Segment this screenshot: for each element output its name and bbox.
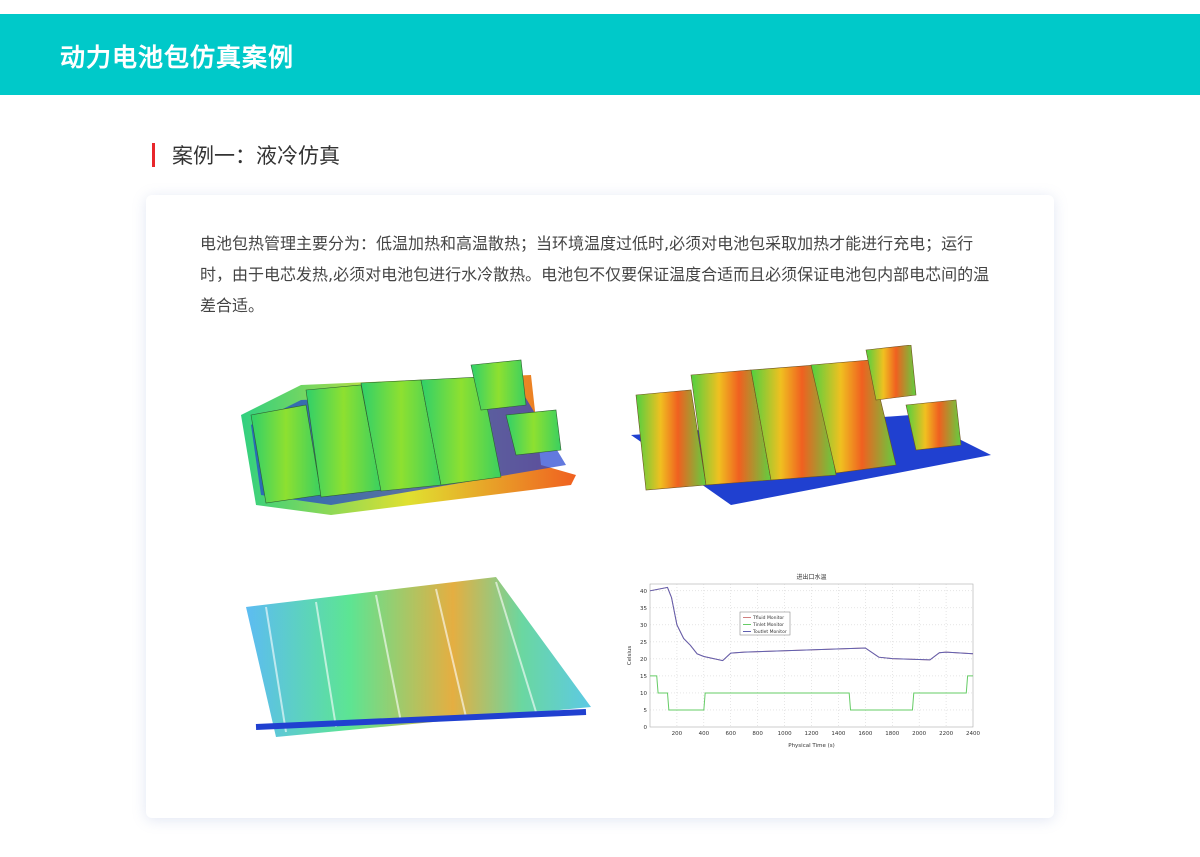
y-tick-label: 30: [640, 623, 647, 629]
x-tick-label: 1000: [778, 731, 792, 737]
page-title: 动力电池包仿真案例: [60, 43, 295, 72]
x-axis-label: Physical Time (s): [788, 743, 835, 749]
x-tick-label: 800: [752, 731, 763, 737]
x-tick-label: 400: [699, 731, 710, 737]
legend-box: [739, 611, 791, 636]
accent-bar: [152, 143, 155, 167]
y-tick-label: 15: [640, 674, 647, 680]
y-tick-label: 20: [640, 657, 647, 663]
legend-entry: Toutlet Monitor: [752, 629, 787, 635]
x-tick-label: 1200: [805, 731, 819, 737]
x-tick-label: 1400: [831, 731, 845, 737]
page-header: 动力电池包仿真案例: [0, 14, 1200, 95]
section-heading: 案例一：液冷仿真: [152, 142, 340, 168]
series-line-toutlet-monitor: [649, 586, 974, 662]
legend-entry: Tinlet Monitor: [752, 622, 784, 628]
x-tick-label: 600: [726, 731, 737, 737]
description-text: 电池包热管理主要分为：低温加热和高温散热；当环境温度过低时,必须对电池包采取加热…: [200, 234, 990, 315]
legend-entry: Tfluid Monitor: [752, 615, 784, 621]
plot-area: [649, 583, 974, 728]
section-title: 案例一：液冷仿真: [172, 144, 340, 168]
y-tick-label: 0: [644, 725, 648, 731]
y-tick-label: 25: [640, 640, 647, 646]
cooling-plate-temperature-render: [246, 577, 591, 737]
y-tick-label: 40: [640, 589, 647, 595]
y-tick-label: 10: [640, 691, 647, 697]
x-tick-label: 2000: [912, 731, 926, 737]
y-axis-label: Celsius: [627, 646, 633, 666]
chart-title: 进出口水温: [796, 573, 826, 581]
battery-pack-temperature-render-1: [241, 359, 576, 515]
series-line-tinlet-monitor: [650, 675, 973, 711]
x-tick-label: 200: [672, 731, 683, 737]
x-tick-label: 1800: [885, 731, 899, 737]
y-tick-label: 35: [640, 606, 647, 612]
x-tick-label: 2200: [939, 731, 953, 737]
x-tick-label: 2400: [966, 731, 980, 737]
x-tick-label: 1600: [858, 731, 872, 737]
y-tick-label: 5: [644, 708, 648, 714]
content-card: 电池包热管理主要分为：低温加热和高温散热；当环境温度过低时,必须对电池包采取加热…: [146, 195, 1054, 818]
battery-pack-temperature-render-2: [631, 345, 991, 505]
